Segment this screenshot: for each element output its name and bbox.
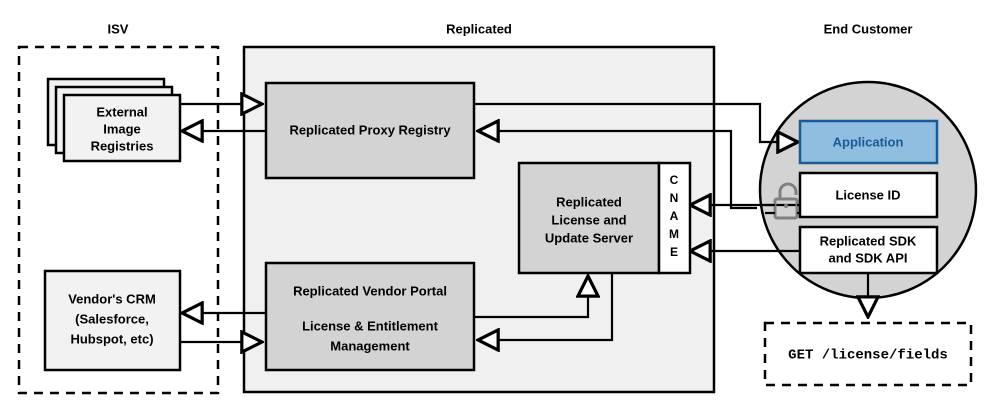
node-get-license-fields[interactable]: GET /license/fields [763,321,973,387]
node-external-image-registries[interactable]: External Image Registries [46,77,182,163]
vendors-crm-box [43,269,182,372]
padlock-keyhole [783,203,789,209]
node-replicated-sdk-and-sdk-api[interactable]: Replicated SDK and SDK API [798,225,939,275]
cname-strip-box [657,161,692,275]
padlock-body [773,197,799,220]
external-image-registries-line-2: Image [103,121,141,136]
license-id-box [798,171,939,219]
replicated-proxy-registry-label: Replicated Proxy Registry [289,122,451,137]
replicated-proxy-registry-box [264,81,476,180]
edge-proxy-to-application [474,102,798,142]
replicated-sdk-box [798,225,939,275]
node-replicated-license-and-update-server[interactable]: Replicated License and Update Server [517,161,661,275]
vendors-crm-line-2: (Salesforce, [75,311,149,326]
application-label: Application [833,134,904,149]
vendors-crm-line-1: Vendor's CRM [68,291,156,306]
padlock-shackle [778,182,798,199]
license-id-label: License ID [835,187,900,202]
replicated-sdk-line-1: Replicated SDK [820,233,917,248]
license-update-server-line-1: Replicated [556,194,622,209]
connector-layer [178,104,868,342]
cname-letter-m: M [669,227,679,241]
edge-license-server-to-vendor-portal [478,273,614,340]
license-update-server-line-3: Update Server [545,230,633,245]
unlocked-padlock-icon [765,182,800,220]
cname-letter-a: A [670,209,679,223]
node-application[interactable]: Application [798,119,939,165]
get-license-fields-box [763,321,973,387]
cname-letter-e: E [670,245,678,259]
replicated-vendor-portal-box [264,261,476,372]
edge-application-to-proxy [478,131,757,210]
zone-title-replicated: Replicated [446,21,512,36]
external-image-registries-line-3: Registries [91,138,154,153]
registry-card-front [62,93,182,163]
cname-letter-c: C [670,173,679,187]
get-license-fields-label: GET /license/fields [788,348,948,364]
node-replicated-vendor-portal[interactable]: Replicated Vendor Portal License & Entit… [264,261,476,372]
cname-letter-n: N [670,191,679,205]
application-box [798,119,939,165]
node-replicated-proxy-registry[interactable]: Replicated Proxy Registry [264,81,476,180]
edge-vendor-portal-to-license-server [474,276,588,319]
replicated-sdk-line-2: and SDK API [829,250,908,265]
node-vendors-crm[interactable]: Vendor's CRM (Salesforce, Hubspot, etc) [43,269,182,372]
vendor-portal-line-1: Replicated Vendor Portal [293,283,447,298]
vendor-portal-line-2: License & Entitlement [302,318,438,333]
license-update-server-line-2: License and [551,212,626,227]
zone-title-isv: ISV [108,21,129,36]
zone-title-end-customer: End Customer [824,21,913,36]
vendor-portal-line-3: Management [330,338,410,353]
vendors-crm-line-3: Hubspot, etc) [70,331,153,346]
zone-boundary-isv [17,45,220,395]
node-license-id[interactable]: License ID [798,171,939,219]
node-cname-strip[interactable]: C N A M E [657,161,692,275]
external-image-registries-line-1: External [96,104,147,119]
